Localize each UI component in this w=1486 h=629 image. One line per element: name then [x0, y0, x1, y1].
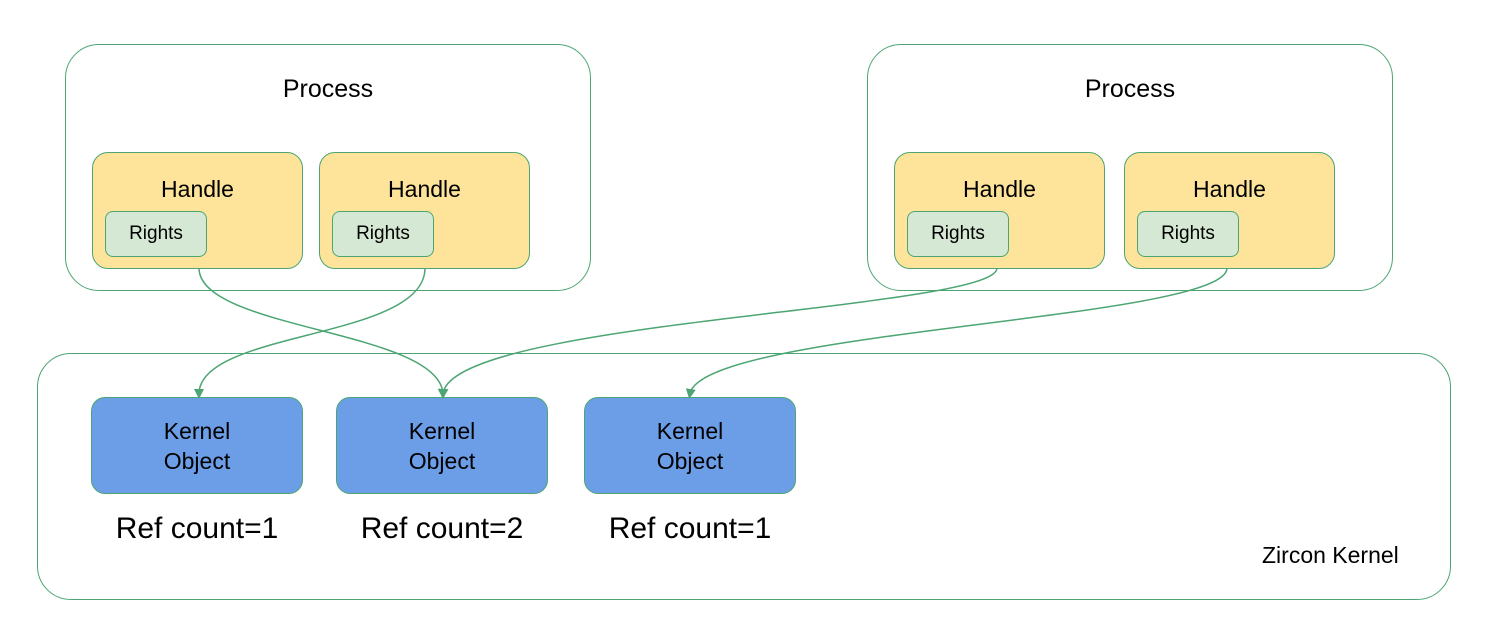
kernel-object-label: Kernel Object — [656, 417, 724, 474]
rights-box: Rights — [105, 211, 207, 257]
kernel-zone-label: Zircon Kernel — [1262, 542, 1399, 568]
ref-count-label: Ref count=1 — [608, 512, 772, 545]
kernel-object: Kernel Object — [584, 397, 796, 494]
ref-count-label: Ref count=1 — [115, 512, 279, 545]
ref-count-label: Ref count=2 — [360, 512, 524, 545]
handle-label: Handle — [161, 176, 234, 202]
process-title: Process — [1084, 75, 1176, 103]
kernel-object: Kernel Object — [336, 397, 548, 494]
kernel-object: Kernel Object — [91, 397, 303, 494]
process-title: Process — [282, 75, 374, 103]
rights-box: Rights — [907, 211, 1009, 257]
rights-box: Rights — [332, 211, 434, 257]
kernel-object-label: Kernel Object — [163, 417, 231, 474]
handle-label: Handle — [1193, 176, 1266, 202]
rights-box: Rights — [1137, 211, 1239, 257]
handle-label: Handle — [963, 176, 1036, 202]
kernel-object-label: Kernel Object — [408, 417, 476, 474]
handle-label: Handle — [388, 176, 461, 202]
